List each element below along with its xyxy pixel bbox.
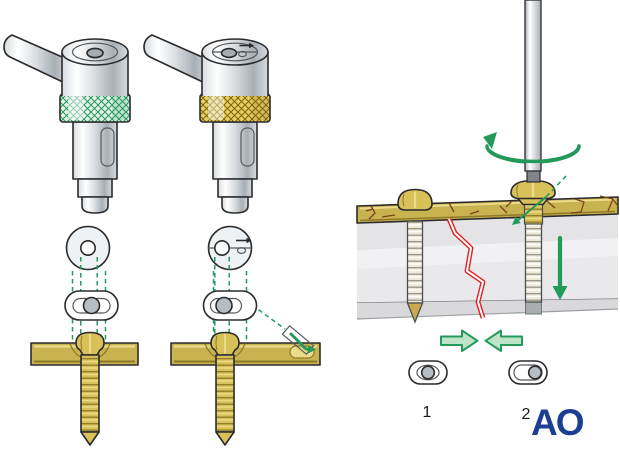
bone-cross-section [356, 214, 619, 320]
screw-tip [215, 431, 235, 446]
shaft-notch [100, 127, 115, 167]
screw-shaft [406, 220, 424, 304]
screw-being-driven [510, 168, 556, 315]
plate [170, 342, 321, 366]
drill-guide-neutral [3, 34, 131, 214]
load-dot-icon [238, 50, 247, 58]
drill-guide-load [143, 34, 271, 214]
downward-arrow-head [552, 286, 568, 300]
countersink-recess [69, 343, 111, 358]
projection-line-diagonal [251, 304, 286, 330]
collar-sheen [68, 96, 84, 120]
slot-position-2 [508, 360, 548, 385]
bone-bottom-edge [356, 308, 619, 320]
screw-neutral [75, 331, 105, 446]
countersink-recess [204, 343, 246, 358]
eccentric-guide-hole [220, 47, 238, 59]
offset-arrow-icon-head [246, 237, 252, 244]
centered-guide-hole [86, 47, 104, 59]
fracture-line [446, 218, 486, 319]
head-shade [516, 184, 519, 197]
fracture-inner [448, 218, 484, 319]
eccentric-drive-arrow-head [512, 216, 521, 225]
guide-handle [143, 34, 210, 85]
load-column [170, 225, 321, 446]
screw-shaft [524, 221, 543, 303]
collar-shade [112, 96, 128, 120]
guide-body-outline [201, 52, 269, 96]
shaft-notch [240, 127, 255, 167]
rotation-arrow-front [488, 144, 581, 164]
angled-insertion-sleeve [281, 324, 315, 356]
guide-lower-shaft [212, 121, 258, 180]
head-shade [402, 193, 405, 207]
screw-shaft [80, 354, 100, 433]
plate-shift-arrow-head [308, 345, 316, 354]
guide-handle [3, 34, 70, 85]
guide-step [217, 178, 253, 198]
compression-arrow-left [440, 329, 479, 352]
guide-tip [221, 196, 249, 214]
compression-illustration: 1 2 AO [356, 0, 619, 443]
screw-at-slot-end [527, 365, 543, 380]
collar-shade [252, 96, 268, 120]
guide-lower-shaft [72, 121, 118, 180]
plate-shift-arrow [289, 332, 310, 351]
load-hole-offset [214, 240, 231, 257]
ao-logo: AO [531, 402, 584, 443]
surface-cracks [365, 195, 619, 220]
plate-cross-section-load [170, 342, 321, 366]
eccentric-drive-dashed [545, 175, 567, 198]
screw-shaft [215, 354, 235, 433]
screw-eccentric-in-slot [215, 296, 233, 315]
compression-arrow-right [484, 329, 523, 352]
guide-tip [81, 196, 109, 214]
screw-load [210, 331, 240, 446]
slot-inner-ring [416, 364, 440, 381]
screw-seated [397, 188, 433, 324]
neutral-hole-centered [80, 240, 97, 257]
slot-position-1 [408, 360, 448, 385]
label-position-1: 1 [423, 404, 432, 421]
guide-step [77, 178, 113, 198]
head-shade [215, 335, 218, 351]
screw-tip [80, 431, 100, 446]
label-position-2: 2 [522, 406, 531, 423]
eccentric-drive-solid [516, 196, 547, 222]
offset-dot-icon [236, 247, 247, 254]
screw-centered [420, 365, 436, 380]
collar-sheen [208, 96, 224, 120]
rotation-arrow-head [483, 132, 497, 149]
screw-centered-in-slot [82, 296, 101, 315]
screwdriver-shaft [524, 0, 542, 172]
neutral-column [30, 225, 139, 446]
head-shade [80, 335, 83, 351]
guide-body-outline [61, 52, 129, 96]
load-arrow-icon-head [249, 42, 254, 49]
screw-tip [406, 302, 424, 324]
top-cap-ring [71, 42, 119, 62]
drill-channel [525, 300, 542, 315]
